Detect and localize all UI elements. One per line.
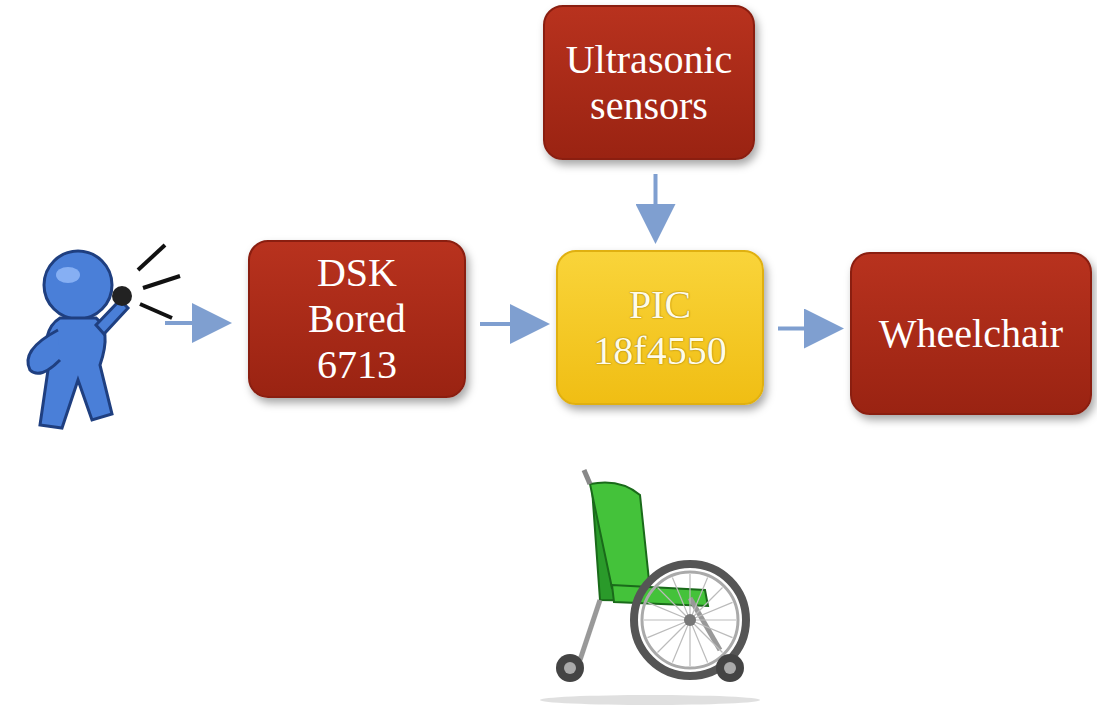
spoke bbox=[657, 620, 690, 653]
sensor-box: Ultrasonic sensors bbox=[543, 5, 755, 160]
wheelchair-box: Wheelchair bbox=[850, 252, 1092, 415]
dsp-board-box: DSK Bored 6713 bbox=[248, 240, 466, 398]
spoke bbox=[690, 620, 723, 653]
flow-arrow bbox=[480, 322, 542, 326]
microcontroller-box: PIC 18f4550 bbox=[556, 250, 764, 405]
spoke bbox=[690, 587, 723, 620]
spoke bbox=[672, 578, 690, 620]
spoke bbox=[690, 602, 732, 620]
input-arrow bbox=[165, 321, 224, 325]
spoke bbox=[644, 619, 690, 620]
flow-arrow bbox=[654, 174, 658, 236]
box-label: PIC 18f4550 bbox=[570, 282, 750, 374]
box-label: Wheelchair bbox=[879, 311, 1063, 357]
flow-arrow bbox=[778, 327, 836, 331]
spoke bbox=[690, 619, 736, 620]
spoke bbox=[689, 620, 690, 666]
wheelchair-picture bbox=[540, 470, 760, 705]
spoke bbox=[657, 587, 690, 620]
spoke bbox=[690, 620, 708, 662]
box-label: DSK Bored 6713 bbox=[282, 250, 432, 388]
spoke bbox=[648, 620, 690, 638]
box-label: Ultrasonic sensors bbox=[559, 37, 739, 129]
speaker-figure bbox=[28, 245, 180, 428]
spoke bbox=[689, 574, 690, 620]
